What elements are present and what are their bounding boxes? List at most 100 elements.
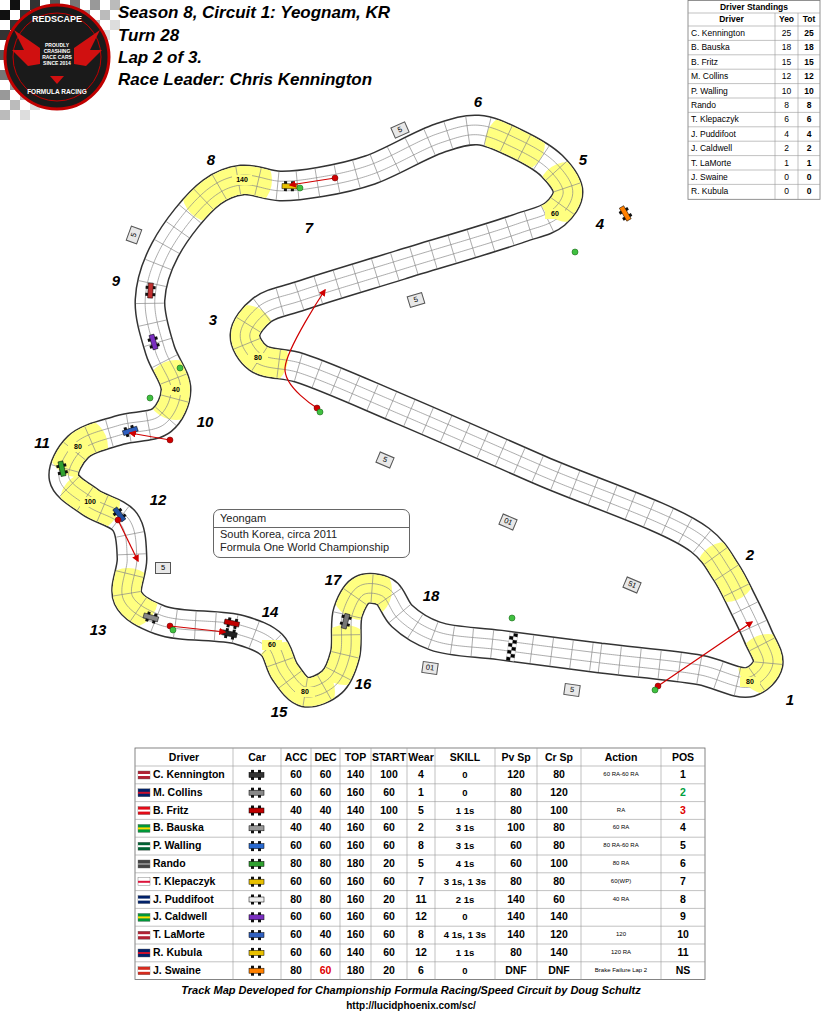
speed-marker: 40 (166, 385, 186, 395)
results-cell: 80 (537, 766, 581, 784)
results-cell: 80 (495, 802, 537, 820)
standings-cell: 1 (798, 156, 820, 170)
grid-tick (661, 509, 673, 534)
race-car (249, 841, 264, 851)
grid-line (688, 170, 820, 171)
grid-tick (429, 242, 437, 269)
race-car (339, 613, 352, 630)
standings-cell: J. Swaine (691, 170, 775, 184)
grid-tick (387, 147, 399, 172)
race-car (249, 770, 264, 780)
results-cell: Brake Failure Lap 2 (581, 962, 661, 980)
grid-line (135, 926, 705, 927)
move-arrows (115, 175, 752, 693)
results-header: START (371, 748, 407, 766)
header-line: Lap 2 of 3. (118, 48, 202, 68)
race-car (617, 204, 633, 222)
standings-cell: B. Bauska (691, 40, 775, 54)
start-dot (167, 437, 173, 443)
results-cell: 1 1s (435, 802, 495, 820)
box-text: South Korea, circa 2011 (214, 528, 409, 541)
results-cell: 100 (371, 802, 407, 820)
move-arrow (118, 520, 138, 561)
results-cell: 20 (371, 962, 407, 980)
grid-tick (389, 605, 410, 623)
grid-tick (312, 361, 322, 387)
grid-tick (486, 224, 494, 251)
results-cell: 60 (281, 908, 311, 926)
results-cell: 6 (661, 855, 705, 873)
grid-line (135, 855, 705, 856)
grid-tick (644, 501, 655, 527)
results-cell: 12 (407, 908, 435, 926)
standings-title: Driver Standings (688, 1, 820, 13)
grid-tick (754, 662, 782, 665)
speed-marker: 80 (740, 677, 760, 687)
results-header: Car (233, 748, 281, 766)
flag-icon (138, 913, 150, 921)
turn-number: 9 (101, 272, 131, 290)
grid-tick (484, 118, 491, 145)
results-cell: 80 (537, 819, 581, 837)
grid-line (688, 54, 820, 55)
move-arrow (285, 290, 325, 408)
results-cell: 120 RA (581, 944, 661, 962)
results-cell: 60 (311, 766, 340, 784)
results-header: TOP (340, 748, 371, 766)
results-cell: DNF (537, 962, 581, 980)
results-cell: 60 (281, 944, 311, 962)
results-header: SKILL (435, 748, 495, 766)
grid-tick (277, 350, 281, 378)
results-cell: 3 1s (435, 837, 495, 855)
checker-square (10, 0, 20, 10)
results-cell: 60 (371, 908, 407, 926)
cars (55, 181, 633, 640)
logo (0, 0, 120, 120)
results-cell: NS (661, 962, 705, 980)
standings-cell: 0 (798, 184, 820, 198)
grid-line (688, 69, 820, 70)
green-dot (509, 615, 515, 621)
results-cell: 4 (661, 819, 705, 837)
results-cell: 60 RA-60 RA (581, 766, 661, 784)
green-dot (297, 185, 303, 191)
grid-line (688, 112, 820, 113)
grid-line (537, 748, 538, 980)
checker-square (90, 0, 100, 10)
results-cell: 0 (435, 908, 495, 926)
flag-icon (138, 842, 150, 850)
results-cell: 8 (407, 926, 435, 944)
grid-tick (326, 667, 351, 680)
standings-cell: 18 (775, 40, 798, 54)
flag-icon (138, 860, 150, 868)
standings-cell: 0 (775, 170, 798, 184)
results-cell: 120 (495, 766, 537, 784)
results-cell: 140 (495, 926, 537, 944)
results-cell: 140 (495, 891, 537, 909)
grid-tick (715, 565, 738, 580)
grid-tick (179, 205, 200, 223)
lap-sign: 5 (563, 683, 581, 697)
flag-icon (138, 807, 150, 815)
results-cell: 160 (340, 784, 371, 802)
results-cell: 60 (311, 908, 340, 926)
results-cell: 60 (495, 837, 537, 855)
grid-tick (237, 317, 261, 332)
lap-sign: 5 (375, 451, 394, 468)
results-cell: 160 (340, 926, 371, 944)
results-header: DEC (311, 748, 340, 766)
grid-line (135, 766, 705, 767)
flag-icon (138, 878, 150, 886)
driver-name: T. Klepaczyk (153, 873, 232, 891)
grid-tick (570, 641, 574, 669)
results-cell: 60 (281, 926, 311, 944)
grid-tick (344, 589, 367, 605)
standings-cell: R. Kubula (691, 184, 775, 198)
grid-line (495, 748, 496, 980)
lap-sign: 5 (155, 562, 171, 574)
results-cell: 40 (311, 802, 340, 820)
grid-tick (59, 477, 79, 497)
grid-tick (714, 662, 723, 688)
standings-cell: 10 (775, 84, 798, 98)
grid-tick (370, 155, 380, 181)
